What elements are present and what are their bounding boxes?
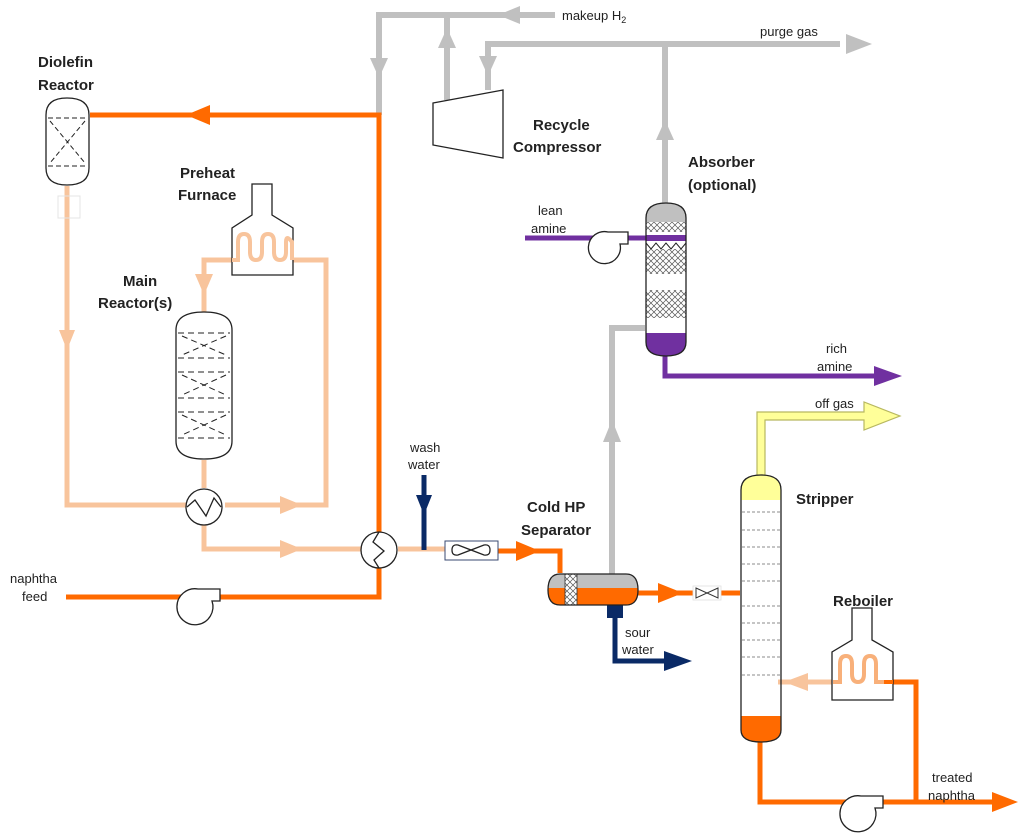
rich-amine-label: rich	[826, 341, 847, 356]
diolefin-reactor	[45, 97, 90, 219]
absorber	[645, 202, 687, 357]
cold-hp-separator	[547, 573, 639, 606]
light-naphtha-arrows	[59, 274, 808, 691]
sour-water-boot	[607, 604, 623, 618]
naphtha-feed-label: naphtha	[10, 571, 58, 586]
sour-water-line	[612, 605, 665, 664]
off-gas-label: off gas	[815, 396, 854, 411]
preheat-furnace-label-2: Furnace	[178, 187, 236, 204]
off-gas-line	[756, 401, 902, 477]
feed-effluent-exchanger	[185, 488, 223, 526]
diolefin-outlet-arrow	[59, 330, 75, 350]
separator-vapor-arrow	[603, 420, 621, 442]
wash-water-arrow	[416, 495, 432, 515]
main-reactor	[175, 311, 233, 460]
let-down-valve	[692, 585, 722, 601]
preheat-furnace	[231, 183, 294, 276]
air-cooler	[444, 540, 499, 561]
diolefin-reactor-label-2: Reactor	[38, 77, 94, 94]
cold-hp-separator-label-2: Separator	[521, 522, 591, 539]
absorber-overhead-arrow	[656, 120, 674, 140]
purge-gas-arrow	[846, 34, 872, 54]
lean-amine-label: lean	[538, 203, 563, 218]
amine-lines	[525, 235, 875, 379]
stripper	[740, 474, 782, 743]
preheat-furnace-label: Preheat	[180, 165, 235, 182]
stripper-bottoms-line	[757, 740, 1000, 805]
equipment-labels: Diolefin Reactor Preheat Furnace Main Re…	[38, 54, 893, 610]
recycle-compressor-label: Recycle	[533, 117, 590, 134]
reboiler	[831, 607, 894, 701]
stripper-label: Stripper	[796, 491, 854, 508]
cold-hp-separator-label: Cold HP	[527, 499, 585, 516]
recycle-compressor-label-2: Compressor	[513, 139, 602, 156]
makeup-h2-label: makeup H2	[562, 8, 626, 25]
feed-pump	[176, 588, 221, 626]
naphtha-feed-exchanger	[360, 531, 398, 569]
furnace-outlet-line	[201, 257, 232, 315]
main-reactor-label: Main	[123, 273, 157, 290]
diolefin-outlet-line	[64, 186, 190, 508]
furnace-outlet-arrow	[195, 274, 213, 295]
sour-water-label-2: water	[621, 642, 654, 657]
compressor-discharge-arrow	[438, 28, 456, 48]
exchanger-hot-out-line	[225, 257, 329, 508]
treated-naphtha-arrow	[992, 792, 1018, 812]
separator-vapor-line	[609, 325, 645, 575]
wash-water-label-2: water	[407, 457, 440, 472]
makeup-h2-line	[376, 12, 555, 115]
hydrogen-arrows	[370, 6, 872, 442]
exchanger-out-arrow	[280, 496, 302, 514]
reboiler-label: Reboiler	[833, 593, 893, 610]
off-gas-arrow	[756, 401, 902, 477]
furnace-coil	[232, 231, 294, 263]
makeup-h2-arrow	[498, 6, 520, 24]
diolefin-reactor-label: Diolefin	[38, 54, 93, 71]
reactor-effluent-line	[201, 522, 362, 552]
separator-liquid-arrow	[658, 583, 683, 603]
hot-naphtha-arrows	[186, 105, 1018, 812]
reactor-feed-arrow	[186, 105, 210, 125]
wash-water-label: wash	[409, 440, 440, 455]
stream-labels: makeup H2 purge gas lean amine rich amin…	[10, 8, 976, 803]
absorber-label-2: (optional)	[688, 177, 756, 194]
rich-amine-line	[662, 355, 875, 379]
cooler-outlet-line	[486, 548, 563, 573]
sour-water-arrow	[664, 651, 692, 671]
rich-amine-label-2: amine	[817, 359, 852, 374]
treated-naphtha-label-2: naphtha	[928, 788, 976, 803]
effluent-arrow	[280, 540, 302, 558]
purge-gas-label: purge gas	[760, 24, 818, 39]
cooler-outlet-arrow	[516, 541, 540, 561]
lean-amine-pump	[587, 230, 629, 265]
compressor-suction-arrow	[479, 56, 497, 76]
main-reactor-label-2: Reactor(s)	[98, 295, 172, 312]
bottoms-pump	[839, 795, 884, 833]
absorber-label: Absorber	[688, 154, 755, 171]
rich-amine-arrow	[874, 366, 902, 386]
recycle-compressor	[432, 89, 504, 159]
reboiler-return-arrow	[784, 673, 808, 691]
h2-down-arrow	[370, 58, 388, 78]
naphtha-feed-line	[66, 560, 382, 600]
naphtha-feed-label-2: feed	[22, 589, 47, 604]
treated-naphtha-label: treated	[932, 770, 972, 785]
sour-water-label: sour	[625, 625, 651, 640]
lean-amine-label-2: amine	[531, 221, 566, 236]
